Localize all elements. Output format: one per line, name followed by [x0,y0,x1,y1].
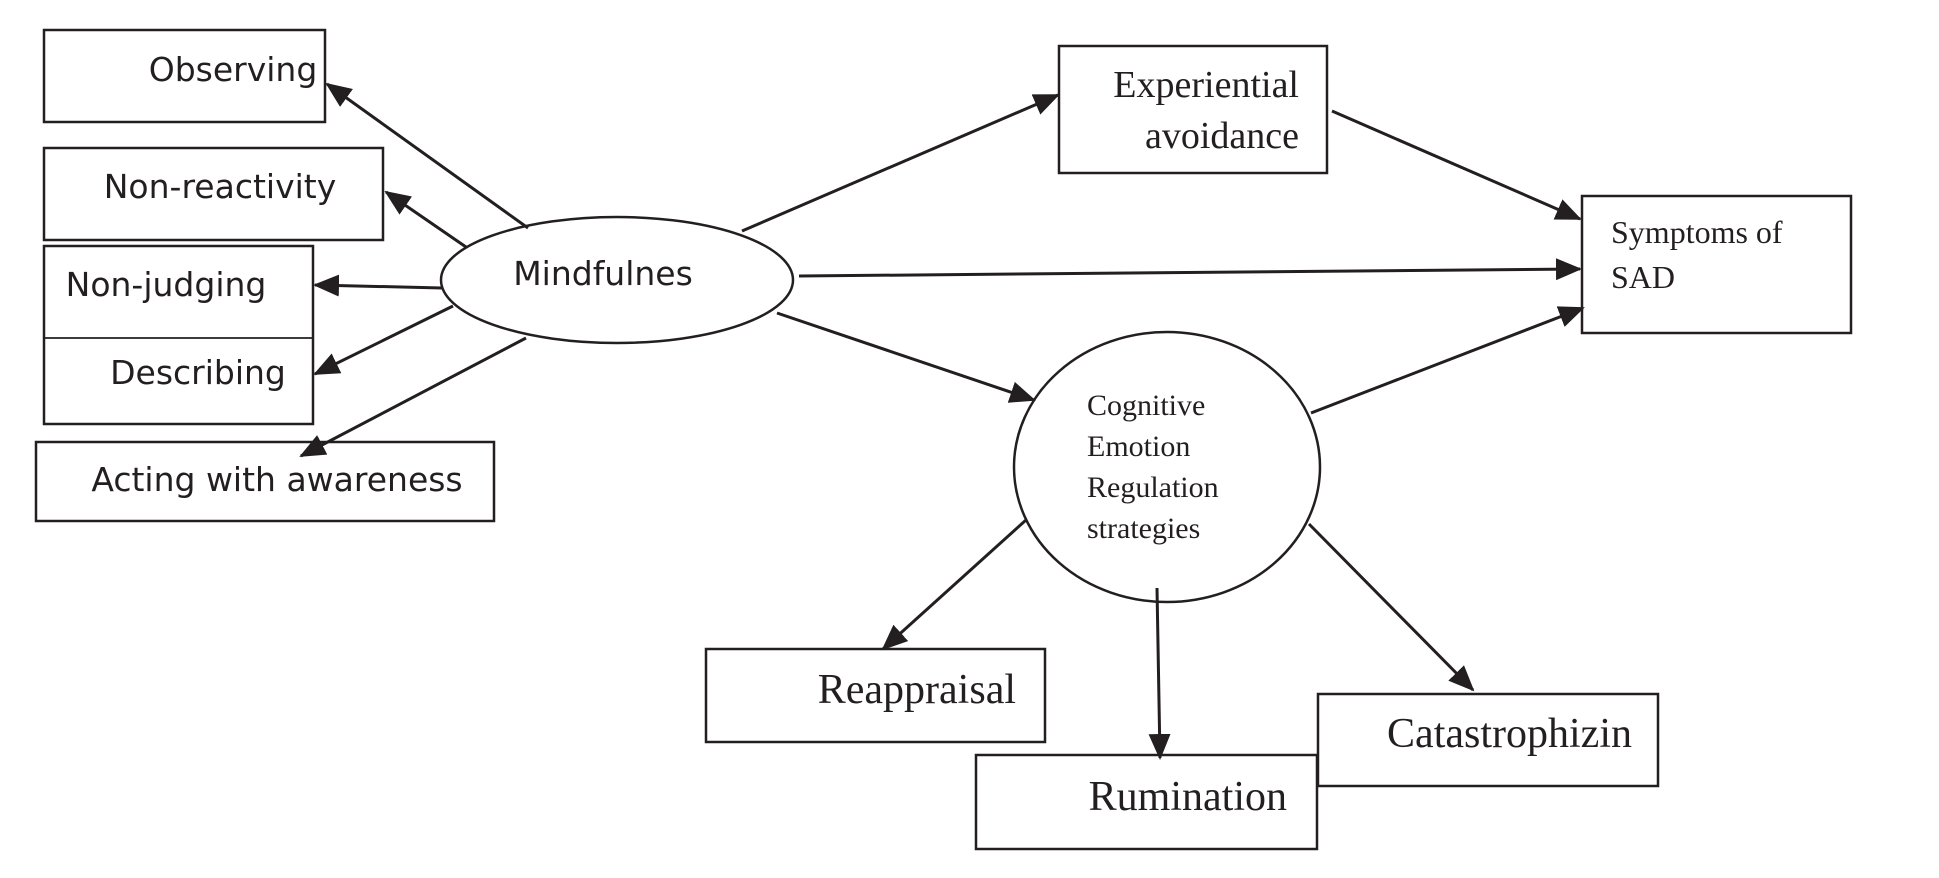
reappraisal-label: Reappraisal [818,667,1016,713]
arrow-mindfulness-to-symptoms [798,258,1582,281]
arrow-mindfulness-to-acting-with-awareness [299,336,527,458]
catastrophizing-label: Catastrophizin [1387,711,1632,757]
reappraisal-node: Reappraisal [704,647,1047,744]
cer-label-line3: Regulation [1087,471,1219,504]
arrow-cer-to-symptoms [1310,306,1585,415]
symptoms-of-sad-label-line2: SAD [1611,259,1675,295]
arrow-mindfulness-to-cer [776,311,1036,403]
symptoms-of-sad-node: Symptoms of SAD [1580,194,1853,335]
cognitive-emotion-regulation-node: Cognitive Emotion Regulation strategies [1012,330,1322,604]
experiential-avoidance-label-line2: avoidance [1145,115,1299,157]
arrow-mindfulness-to-observing [325,82,529,230]
rumination-node: Rumination [974,753,1319,851]
experiential-avoidance-node: Experiential avoidance [1057,44,1329,175]
arrow-mindfulness-to-describing [313,304,454,376]
acting-with-awareness-label: Acting with awareness [91,460,462,499]
arrow-cer-to-catastrophizing [1307,522,1475,692]
non-judging-describing-group: Non-judging Describing [42,244,315,426]
arrow-mindfulness-to-non-judging [313,274,443,297]
describing-label: Describing [110,353,286,392]
mindfulness-label: Mindfulnes [513,254,693,293]
experiential-avoidance-label-line1: Experiential [1113,64,1299,106]
cer-label-line2: Emotion [1087,430,1190,463]
non-reactivity-node: Non-reactivity [42,146,385,242]
arrow-cer-to-rumination [1148,587,1171,760]
non-reactivity-label: Non-reactivity [104,167,336,206]
arrow-mindfulness-to-experiential-avoidance [741,93,1060,233]
observing-label: Observing [149,50,318,89]
arrows [299,82,1585,760]
observing-node: Observing [42,28,327,124]
rumination-label: Rumination [1089,774,1287,820]
non-judging-label: Non-judging [66,265,267,304]
arrow-experiential-avoidance-to-symptoms [1331,109,1582,221]
mindfulness-node: Mindfulnes [439,215,795,345]
acting-with-awareness-node: Acting with awareness [34,440,496,523]
symptoms-of-sad-label-line1: Symptoms of [1611,214,1783,250]
arrow-mindfulness-to-non-reactivity [384,190,467,249]
cer-label-line1: Cognitive [1087,389,1205,422]
catastrophizing-node: Catastrophizin [1316,692,1660,788]
cer-label-line4: strategies [1087,512,1200,545]
arrow-cer-to-reappraisal [881,518,1028,651]
